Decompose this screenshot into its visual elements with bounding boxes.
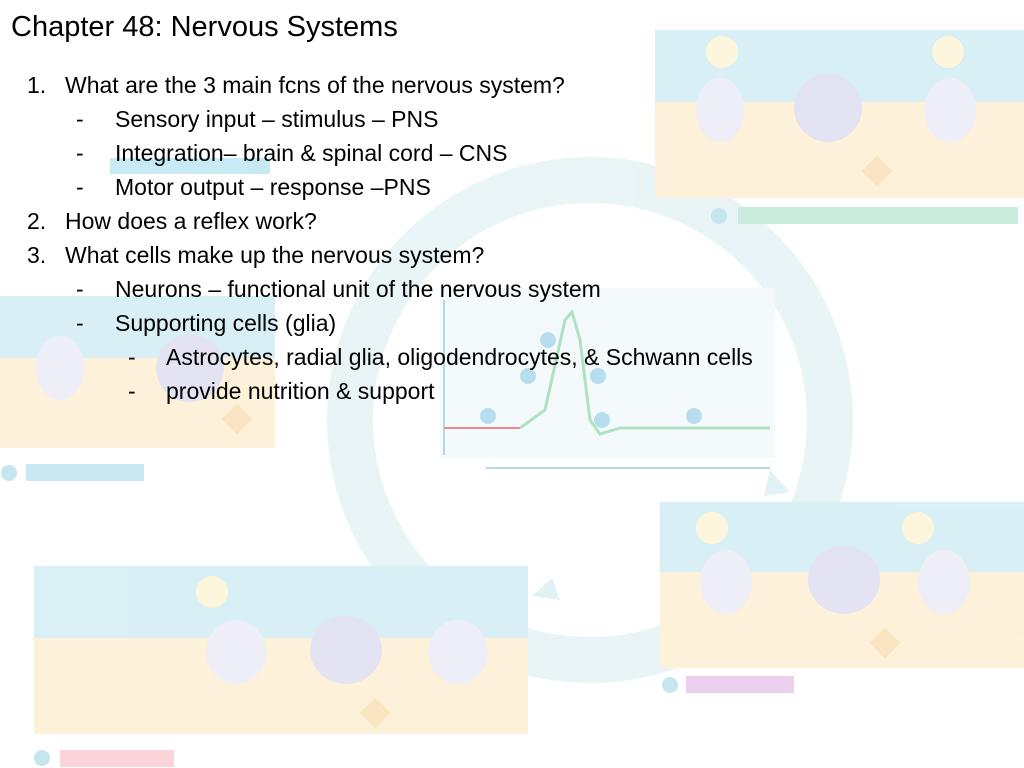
sub-bullet-glia-types: - Astrocytes, radial glia, oligodendrocy… — [128, 342, 753, 372]
stage-5-marker-icon — [594, 412, 610, 428]
list-item-text: Motor output – response –PNS — [115, 174, 431, 200]
list-number: 3. — [27, 242, 47, 268]
dash-bullet: - — [76, 140, 84, 166]
stage-1-marker-icon — [480, 408, 496, 424]
list-item-text: What are the 3 main fcns of the nervous … — [65, 72, 565, 98]
action-potential-graph — [440, 288, 775, 469]
list-item-text: How does a reflex work? — [65, 208, 317, 234]
question-2-line: 2. How does a reflex work? — [27, 206, 317, 236]
list-item-text: Integration– brain & spinal cord – CNS — [115, 140, 508, 166]
membrane-panel-2 — [0, 296, 275, 481]
dash-bullet: - — [76, 310, 84, 336]
list-item-text: What cells make up the nervous system? — [65, 242, 485, 268]
list-item-text: Supporting cells (glia) — [115, 310, 337, 336]
bullet-motor-output: - Motor output – response –PNS — [76, 172, 431, 202]
sub-bullet-nutrition: - provide nutrition & support — [128, 376, 435, 406]
slide-title: Chapter 48: Nervous Systems — [11, 11, 398, 43]
dash-bullet: - — [76, 106, 84, 132]
dash-bullet: - — [76, 174, 84, 200]
list-number: 2. — [27, 208, 47, 234]
stage-2-marker-icon — [520, 368, 536, 384]
membrane-panel-1 — [34, 566, 528, 767]
stage-5-marker-icon — [662, 677, 678, 693]
cycle-arrow-icon — [532, 578, 560, 600]
membrane-panel-4 — [655, 30, 1024, 224]
stage-4-marker-icon — [590, 368, 606, 384]
bullet-supporting-cells: - Supporting cells (glia) — [76, 308, 336, 338]
list-item-text: provide nutrition & support — [166, 378, 435, 404]
list-item-text: Neurons – functional unit of the nervous… — [115, 276, 601, 302]
stage-3-marker-icon — [540, 332, 556, 348]
stage-1-marker-icon — [34, 750, 50, 766]
dash-bullet: - — [128, 378, 136, 404]
question-3-line: 3. What cells make up the nervous system… — [27, 240, 484, 270]
membrane-panel-5 — [660, 502, 1024, 693]
question-1-line: 1. What are the 3 main fcns of the nervo… — [27, 70, 565, 100]
bullet-sensory-input: - Sensory input – stimulus – PNS — [76, 104, 438, 134]
stage-1-marker-icon — [686, 408, 702, 424]
list-item-text: Sensory input – stimulus – PNS — [115, 106, 439, 132]
bullet-neurons: - Neurons – functional unit of the nervo… — [76, 274, 601, 304]
stage-2-marker-icon — [1, 465, 17, 481]
cycle-ring — [327, 157, 853, 683]
dash-bullet: - — [128, 344, 136, 370]
stage-4-marker-icon — [711, 208, 727, 224]
dash-bullet: - — [76, 276, 84, 302]
bullet-integration: - Integration– brain & spinal cord – CNS — [76, 138, 508, 168]
list-item-text: Astrocytes, radial glia, oligodendrocyte… — [166, 344, 753, 370]
list-number: 1. — [27, 72, 47, 98]
cycle-arrow-icon — [764, 470, 790, 496]
